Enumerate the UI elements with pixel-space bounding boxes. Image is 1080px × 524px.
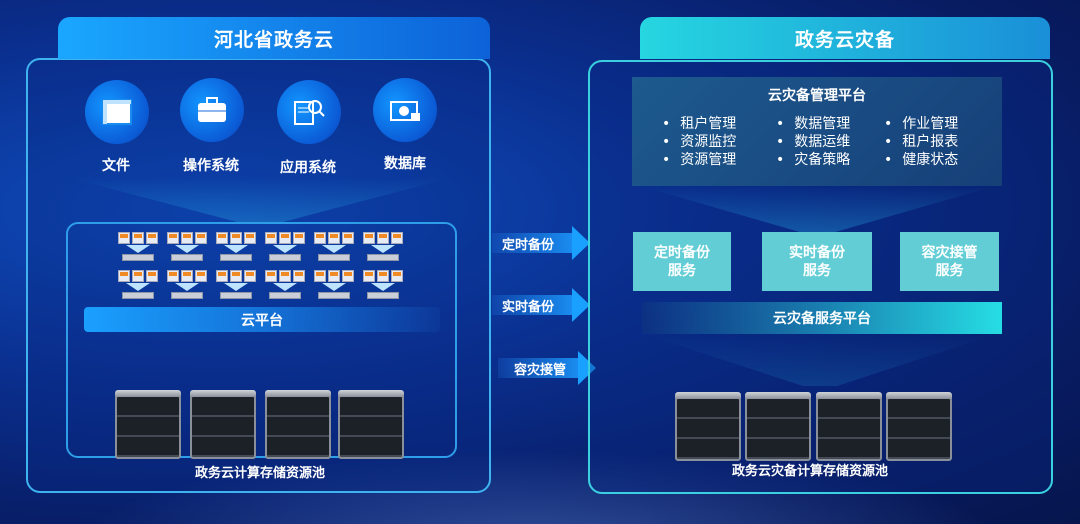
gov-cloud-title: 河北省政务云 — [58, 17, 490, 59]
cloud-platform-box — [66, 222, 457, 458]
source-label-app: 应用系统 — [280, 160, 336, 176]
mgmt-item: 租户报表 — [884, 133, 958, 151]
document-search-icon — [277, 80, 341, 144]
dr-pool-label: 政务云灾备计算存储资源池 — [731, 464, 888, 479]
mgmt-item: 数据运维 — [776, 133, 850, 151]
server-rack — [886, 392, 952, 461]
mgmt-item: 灾备策略 — [776, 151, 850, 169]
source-label-db: 数据库 — [384, 156, 426, 172]
arrow-realtime-backup: 实时备份 — [492, 288, 590, 322]
mgmt-column: 租户管理 资源监控 资源管理 — [662, 115, 736, 169]
vm-cluster-icon — [363, 270, 403, 302]
server-rack — [338, 390, 404, 459]
service-realtime-backup: 实时备份服务 — [762, 232, 872, 291]
vm-cluster-icon — [216, 232, 256, 264]
vm-cluster-icon — [363, 232, 403, 264]
service-scheduled-backup: 定时备份服务 — [633, 232, 731, 291]
dr-service-platform-bar: 云灾备服务平台 — [642, 302, 1002, 334]
vm-cluster-icon — [314, 270, 354, 302]
vm-cluster-icon — [216, 270, 256, 302]
mgmt-item: 数据管理 — [776, 115, 850, 133]
dr-management-platform: 云灾备管理平台 租户管理 资源监控 资源管理 数据管理 数据运维 灾备策略 作业… — [632, 77, 1002, 186]
arrow-scheduled-backup: 定时备份 — [492, 226, 590, 260]
vm-cluster-icon — [265, 270, 305, 302]
source-label-file: 文件 — [102, 158, 130, 174]
toolbox-icon — [180, 78, 244, 142]
gov-pool-label: 政务云计算存储资源池 — [194, 466, 325, 481]
arrow-label: 定时备份 — [502, 238, 555, 253]
dr-title: 政务云灾备 — [640, 17, 1050, 59]
mgmt-item: 资源管理 — [662, 151, 736, 169]
mgmt-column: 数据管理 数据运维 灾备策略 — [776, 115, 850, 169]
vm-cluster-icon — [314, 232, 354, 264]
mgmt-column: 作业管理 租户报表 健康状态 — [884, 115, 958, 169]
mgmt-title: 云灾备管理平台 — [768, 88, 866, 104]
mgmt-item: 健康状态 — [884, 151, 958, 169]
vm-cluster-icon — [265, 232, 305, 264]
source-label-os: 操作系统 — [183, 158, 239, 174]
server-rack — [816, 392, 882, 461]
vm-cluster-icon — [118, 232, 158, 264]
server-rack — [265, 390, 331, 459]
mgmt-item: 资源监控 — [662, 133, 736, 151]
server-rack — [745, 392, 811, 461]
service-failover: 容灾接管服务 — [900, 232, 999, 291]
file-window-icon — [85, 80, 149, 144]
mgmt-item: 租户管理 — [662, 115, 736, 133]
cloud-platform-bar: 云平台 — [84, 307, 440, 332]
mgmt-item: 作业管理 — [884, 115, 958, 133]
arrow-label: 实时备份 — [502, 300, 555, 315]
vm-cluster-icon — [167, 232, 207, 264]
money-database-icon — [373, 78, 437, 142]
vm-cluster-icon — [167, 270, 207, 302]
server-rack — [115, 390, 181, 459]
server-rack — [190, 390, 256, 459]
server-rack — [675, 392, 741, 461]
arrow-label: 容灾接管 — [514, 363, 567, 378]
arrow-failover: 容灾接管 — [498, 351, 596, 385]
vm-cluster-icon — [118, 270, 158, 302]
